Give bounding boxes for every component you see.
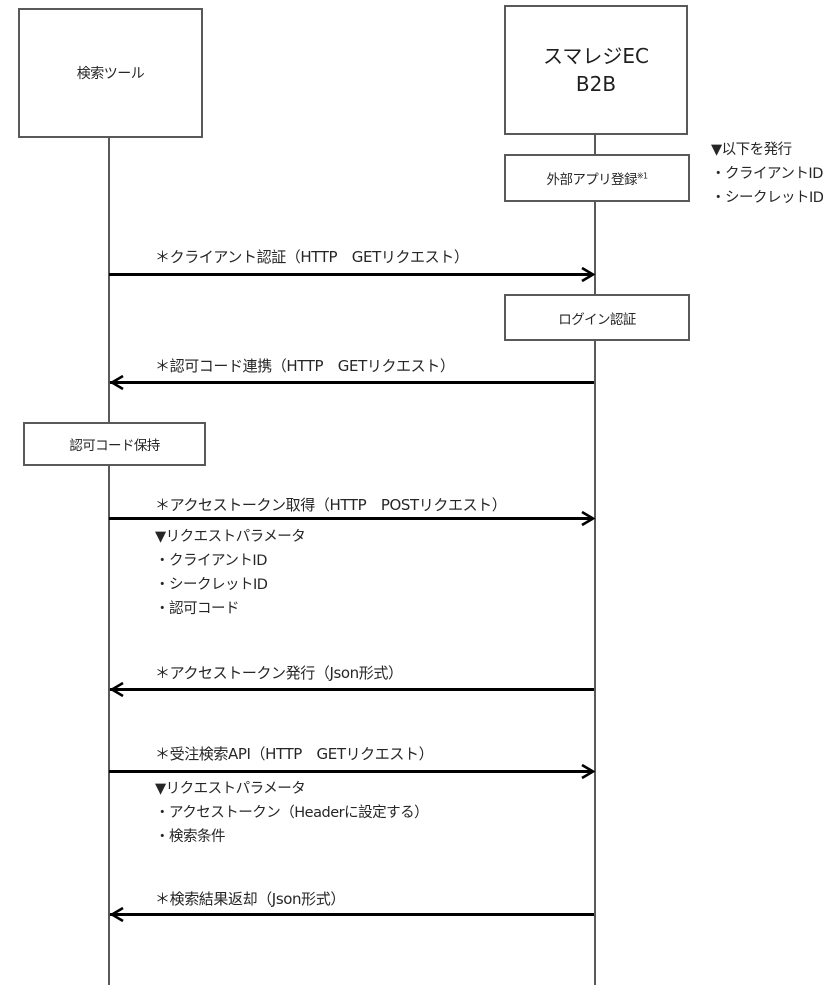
message-arrow-token-request <box>109 517 593 520</box>
message-arrow-search-result <box>110 913 594 916</box>
activity-hold-auth-code-label: 認可コード保持 <box>69 438 160 454</box>
participant-smaregi-label: スマレジEC B2B <box>542 44 649 96</box>
arrowhead-left-icon <box>109 374 124 391</box>
search-request-params: ▼リクエストパラメータ ・アクセストークン（Headerに設定する） ・検索条件 <box>155 777 429 849</box>
message-arrow-auth-code-link <box>110 381 594 384</box>
message-label-search-result: ＊検索結果返却（Json形式） <box>155 890 345 908</box>
issued-note: ▼以下を発行 ・クライアントID ・シークレットID <box>711 138 824 210</box>
message-label-token-request: ＊アクセストークン取得（HTTP POSTリクエスト） <box>155 496 507 514</box>
participant-search-tool-label: 検索ツール <box>76 66 145 82</box>
participant-smaregi: スマレジEC B2B <box>504 5 688 135</box>
arrowhead-left-icon <box>109 681 124 698</box>
message-label-order-search: ＊受注検索API（HTTP GETリクエスト） <box>155 745 434 763</box>
message-arrow-order-search <box>109 770 593 773</box>
activity-hold-auth-code: 認可コード保持 <box>23 422 206 466</box>
participant-search-tool: 検索ツール <box>18 8 203 138</box>
issued-note-item: ・シークレットID <box>711 190 824 206</box>
message-label-auth-code-link: ＊認可コード連携（HTTP GETリクエスト） <box>155 357 455 375</box>
message-label-token-issue: ＊アクセストークン発行（Json形式） <box>155 664 403 682</box>
param-item: ・クライアントID <box>155 553 267 569</box>
message-arrow-client-auth <box>109 273 593 276</box>
token-request-params-title: ▼リクエストパラメータ <box>155 529 306 545</box>
arrowhead-left-icon <box>109 906 124 923</box>
param-item: ・検索条件 <box>155 829 226 845</box>
message-arrow-token-issue <box>110 688 594 691</box>
param-item: ・アクセストークン（Headerに設定する） <box>155 805 429 821</box>
arrowhead-right-icon <box>581 266 596 283</box>
footnote-marker: ※1 <box>636 171 648 181</box>
issued-note-item: ・クライアントID <box>711 166 823 182</box>
arrowhead-right-icon <box>581 763 596 780</box>
arrowhead-right-icon <box>581 510 596 527</box>
activity-login-auth: ログイン認証 <box>504 294 690 341</box>
search-tool-lifeline <box>108 137 110 985</box>
activity-app-registration: 外部アプリ登録※1 <box>504 154 690 202</box>
token-request-params: ▼リクエストパラメータ ・クライアントID ・シークレットID ・認可コード <box>155 525 306 621</box>
activity-app-registration-label: 外部アプリ登録※1 <box>546 171 648 189</box>
param-item: ・認可コード <box>155 601 240 617</box>
issued-note-title: ▼以下を発行 <box>711 142 792 158</box>
smaregi-lifeline <box>594 134 596 985</box>
activity-login-auth-label: ログイン認証 <box>558 311 636 328</box>
search-request-params-title: ▼リクエストパラメータ <box>155 781 306 797</box>
message-label-client-auth: ＊クライアント認証（HTTP GETリクエスト） <box>155 248 469 266</box>
param-item: ・シークレットID <box>155 577 268 593</box>
